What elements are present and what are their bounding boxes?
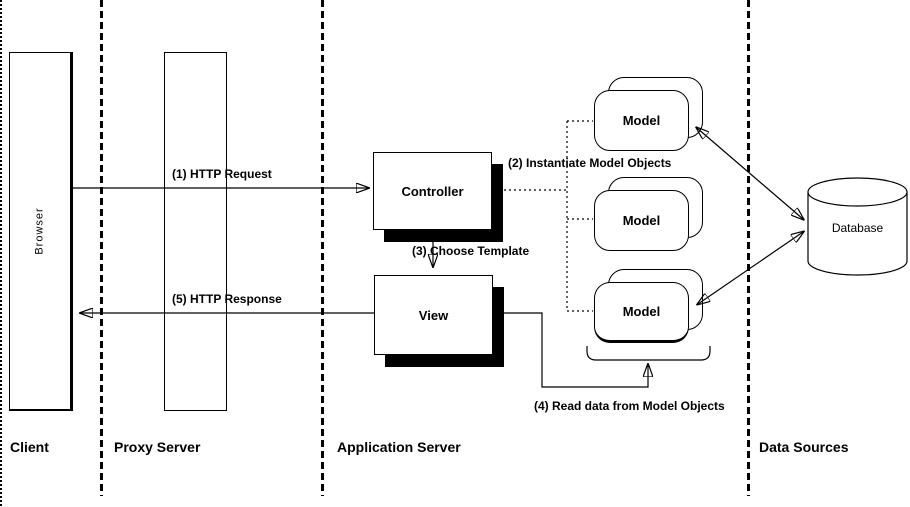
view-label: View — [418, 307, 449, 323]
model-stack-1: Model — [594, 77, 706, 153]
arrow-model3-database — [698, 232, 803, 304]
lane-label-client: Client — [10, 439, 49, 455]
browser-box: Browser — [9, 52, 73, 411]
model-2-label: Model — [622, 213, 661, 228]
lane-label-data-sources: Data Sources — [759, 439, 849, 455]
lane-label-proxy-server: Proxy Server — [114, 439, 201, 455]
divider-appserver-datasources — [747, 0, 750, 496]
view-box: View — [374, 275, 493, 355]
model-group-bracket — [586, 346, 711, 361]
database-label: Database — [831, 221, 884, 235]
controller-label: Controller — [401, 183, 464, 199]
model-stack-3: Model — [594, 269, 706, 345]
left-edge-dotted-line — [0, 0, 2, 507]
label-http-response: (5) HTTP Response — [172, 292, 282, 306]
dotted-instantiate-links — [504, 120, 593, 312]
browser-label: Browser — [34, 207, 46, 255]
model-3-card: Model — [594, 282, 689, 343]
label-http-request: (1) HTTP Request — [172, 167, 272, 181]
label-instantiate-models: (2) Instantiate Model Objects — [508, 156, 672, 170]
model-1-card: Model — [594, 90, 689, 151]
divider-proxy-appserver — [321, 0, 324, 496]
lane-label-application-server: Application Server — [337, 439, 461, 455]
database-cylinder-top — [807, 177, 908, 207]
label-choose-template: (3) Choose Template — [412, 244, 530, 258]
label-read-data: (4) Read data from Model Objects — [534, 399, 725, 413]
model-stack-2: Model — [594, 177, 706, 253]
model-2-card: Model — [594, 190, 689, 251]
divider-client-proxy — [100, 0, 103, 496]
controller-box: Controller — [373, 152, 492, 230]
model-1-label: Model — [622, 113, 661, 128]
model-3-label: Model — [622, 304, 661, 319]
proxy-server-box — [164, 52, 227, 411]
arrow-model1-database — [697, 128, 803, 219]
